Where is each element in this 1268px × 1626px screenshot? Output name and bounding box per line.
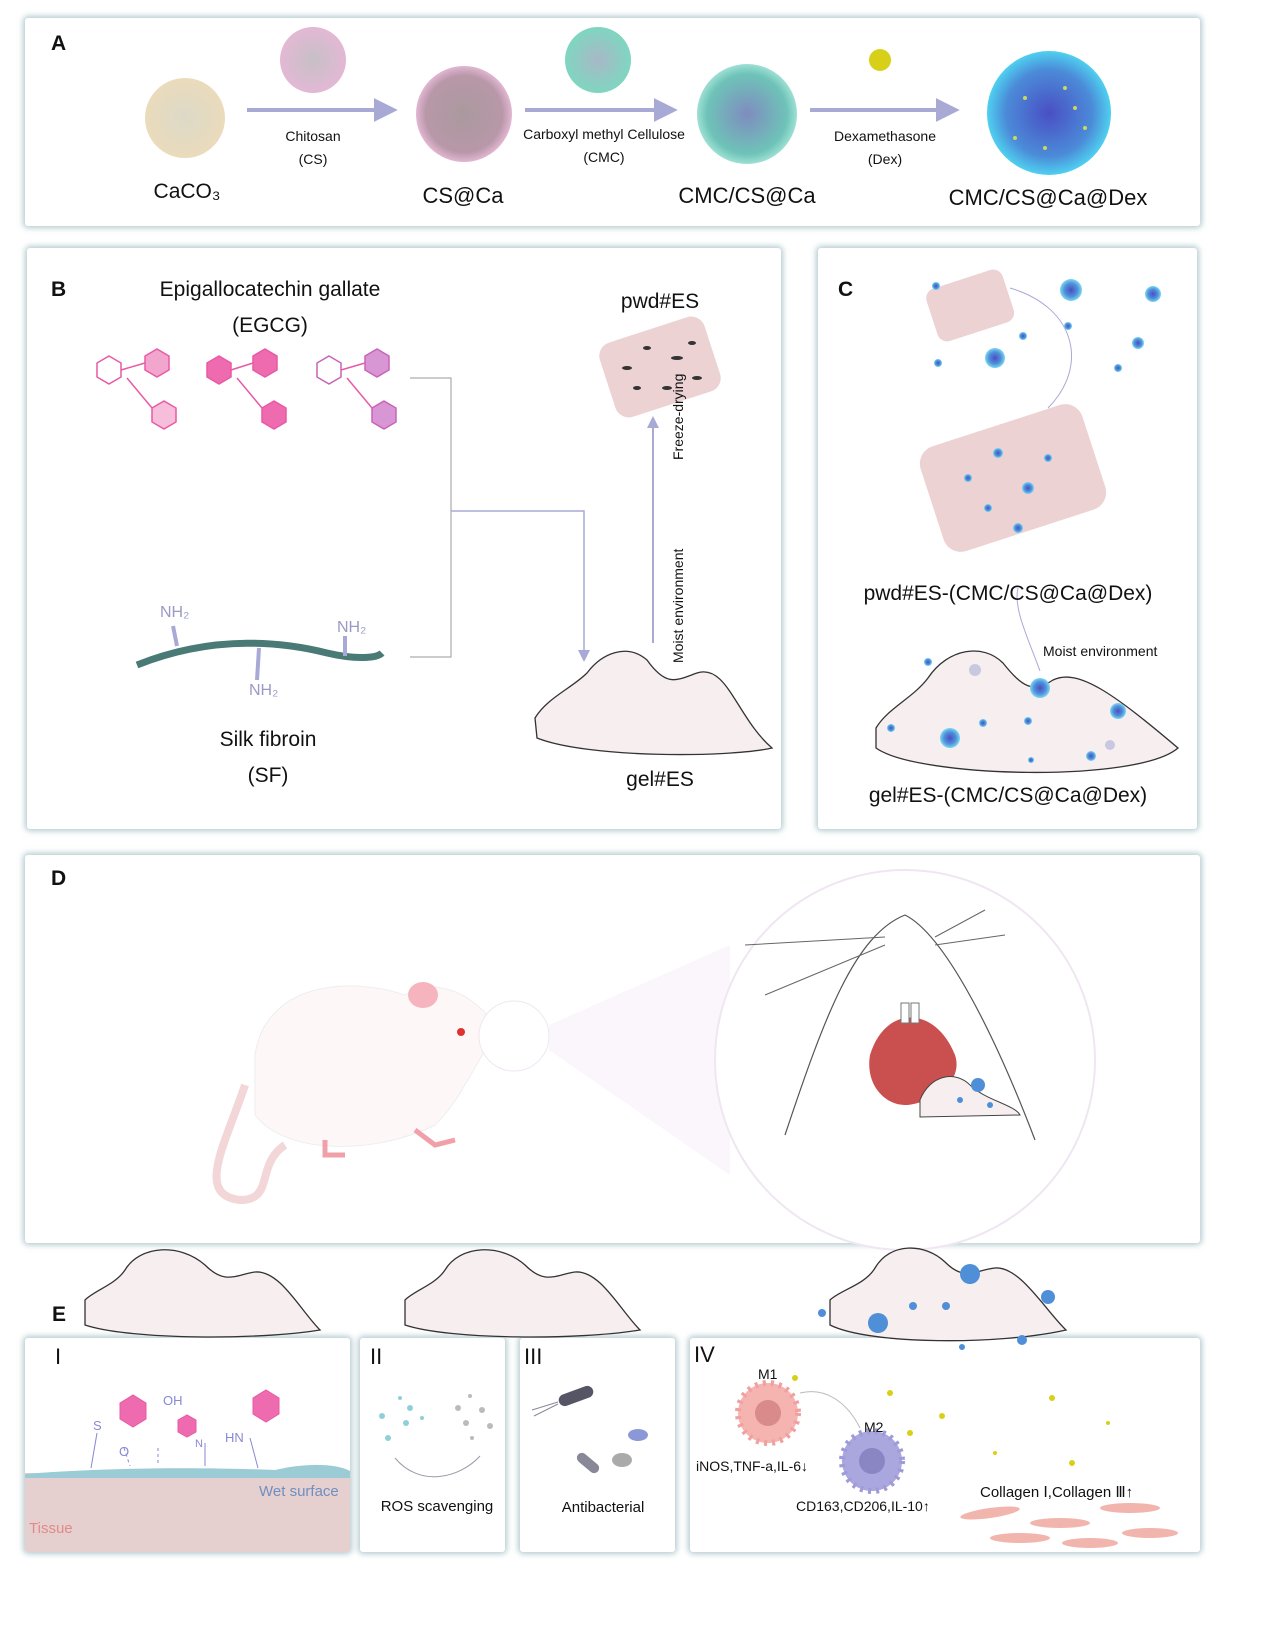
zoom-circle-small: [478, 1000, 550, 1072]
arrow-1-label: Chitosan(CS): [285, 128, 341, 167]
egcg-structure: [96, 348, 397, 430]
gel-loaded-label: gel#ES-(CMC/CS@Ca@Dex): [868, 784, 1148, 807]
cs-particle: [280, 27, 346, 93]
pwd-small-scaffold: [926, 269, 1015, 342]
gel-e-ii: [404, 1249, 642, 1338]
panel-c-graphics: [875, 269, 1179, 774]
chem-o: O: [119, 1444, 130, 1459]
stage-label: CS@Ca: [422, 183, 504, 208]
nh2-bonds: [171, 625, 347, 681]
panel-e-iii: III Antibacterial: [520, 1338, 675, 1552]
chem-oh: OH: [163, 1393, 183, 1408]
ros-graphics: [379, 1394, 493, 1478]
connector-arrow: [451, 510, 585, 653]
m2-label: M2: [864, 1419, 884, 1435]
dex-dots: [1013, 86, 1087, 150]
m1-markers: iNOS,TNF-a,IL-6↓: [696, 1458, 809, 1474]
chem-n: N: [195, 1438, 203, 1450]
dex-particle: [869, 49, 891, 71]
tissue-label: Tissue: [29, 1520, 73, 1537]
egcg-abbr: (EGCG): [232, 314, 308, 337]
wet-surface-label: Wet surface: [259, 1483, 339, 1500]
panel-b: B Epigallocatechin gallate (EGCG) NH₂ NH…: [27, 248, 781, 829]
numeral: III: [524, 1344, 543, 1369]
nh2-label: NH₂: [337, 619, 367, 636]
panel-c: C pwd#ES-(CMC/CS@Ca@Dex) Moist environme…: [818, 248, 1197, 829]
panel-e-i: I OH S O HN N Wet surface Tissue: [25, 1338, 350, 1552]
beads: [932, 279, 1161, 533]
antibacterial-label: Antibacterial: [561, 1499, 645, 1516]
cmc-cs-ca-particle: [697, 64, 797, 164]
gel-beads: [887, 658, 1126, 763]
m1-label: M1: [758, 1366, 778, 1382]
panel-d-graphics: [212, 869, 1096, 1251]
egcg-name: Epigallocatechin gallate: [159, 278, 381, 301]
nh2-label: NH₂: [249, 682, 279, 699]
moist-environment-label: Moist environment: [670, 548, 686, 663]
collagen-label: Collagen Ⅰ,Collagen Ⅲ↑: [980, 1484, 1134, 1501]
ros-label: ROS scavenging: [380, 1498, 494, 1515]
arrow-2-label: Carboxyl methyl Cellulose(CMC): [523, 126, 685, 165]
pwd-loaded-label: pwd#ES-(CMC/CS@Ca@Dex): [863, 582, 1153, 605]
m2-markers: CD163,CD206,IL-10↑: [796, 1498, 930, 1514]
pwd-es-label: pwd#ES: [620, 290, 700, 313]
panel-e-label: E: [52, 1303, 67, 1326]
connector-line: [410, 377, 452, 658]
fibroblasts: [960, 1503, 1178, 1548]
panel-b-graphics: [96, 316, 774, 756]
adhesion-graphics: [25, 1389, 350, 1552]
caco3-particle: [145, 78, 225, 158]
numeral: I: [55, 1344, 62, 1369]
gel-e-iv: [829, 1247, 1068, 1342]
stage-label: CaCO₃: [153, 180, 221, 203]
chem-hn: HN: [225, 1430, 244, 1445]
rat-illustration: [212, 982, 507, 1205]
panel-a-label: A: [51, 32, 67, 55]
panel-a-graphics: [145, 27, 1111, 175]
moist-environment-label: Moist environment: [1043, 643, 1158, 659]
pwd-loaded-scaffold: [919, 404, 1107, 552]
stage-label: CMC/CS@Ca: [678, 183, 816, 208]
gel-e-i: [84, 1249, 322, 1338]
cmc-cs-ca-dex-particle: [987, 51, 1111, 175]
numeral: II: [370, 1344, 383, 1369]
silk-fibroin-chain: [135, 639, 385, 669]
nh2-label: NH₂: [160, 604, 190, 621]
arrow-3-label: Dexamethasone(Dex): [834, 128, 936, 167]
cs-ca-particle: [416, 66, 512, 162]
gel-loaded: [875, 650, 1179, 774]
chem-s: S: [93, 1418, 102, 1433]
rat-mouth-closeup: [744, 909, 1036, 1141]
panel-d-label: D: [51, 867, 67, 890]
pwd-es-scaffold: [599, 316, 721, 418]
macrophage-graphics: [735, 1375, 1178, 1548]
bacteria-graphics: [531, 1385, 648, 1474]
sf-name: Silk fibroin: [219, 728, 317, 751]
numeral: IV: [694, 1342, 715, 1367]
panel-d: D: [25, 855, 1200, 1251]
freeze-drying-label: Freeze-drying: [670, 373, 686, 460]
panel-b-label: B: [51, 278, 67, 301]
panel-c-label: C: [838, 278, 854, 301]
gel-es-label: gel#ES: [626, 768, 694, 791]
gel-es: [534, 650, 774, 756]
cmc-particle: [565, 27, 631, 93]
stage-label: CMC/CS@Ca@Dex: [948, 185, 1148, 210]
panel-a: A Chitosan(CS) Carboxyl methyl Cellulose…: [25, 18, 1200, 226]
panel-e-ii: II ROS scavenging: [360, 1338, 505, 1552]
panel-e-iv: IV M1 M2 iNOS,TNF-a,IL-6↓ CD163,CD206,IL…: [690, 1338, 1200, 1552]
sf-abbr: (SF): [247, 764, 289, 787]
